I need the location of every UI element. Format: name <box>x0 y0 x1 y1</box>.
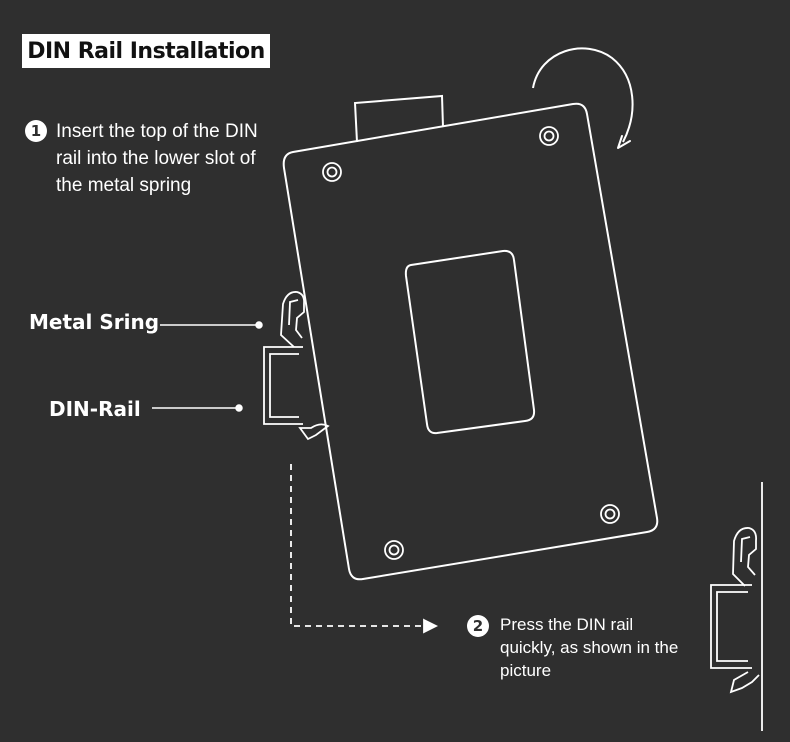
metal-spring-label: Metal Sring <box>29 310 160 334</box>
screw-top-left <box>322 162 342 182</box>
screw-top-right <box>539 126 559 146</box>
dashed-arrow <box>290 464 439 634</box>
title-box: DIN Rail Installation <box>22 34 270 68</box>
page-title: DIN Rail Installation <box>27 38 265 64</box>
device-body <box>282 94 659 581</box>
screw-bottom-right <box>600 504 620 524</box>
din-rail-label: DIN-Rail <box>49 397 141 421</box>
screw-bottom-left <box>384 540 404 560</box>
step-2-badge: 2 <box>467 615 489 637</box>
rotation-arrow <box>532 47 634 149</box>
mounted-result-illustration <box>710 482 763 731</box>
step-1-badge: 1 <box>25 120 47 142</box>
step-1-instruction: 1 Insert the top of the DIN rail into th… <box>25 118 296 199</box>
label-leaders <box>152 321 263 412</box>
din-rail-mounted <box>263 346 330 441</box>
metal-spring-clip <box>280 291 306 348</box>
step-2-text: Press the DIN rail quickly, as shown in … <box>500 615 679 680</box>
step-1-text: Insert the top of the DIN rail into the … <box>56 121 258 196</box>
mounting-screws <box>322 126 620 560</box>
step-2-instruction: 2 Press the DIN rail quickly, as shown i… <box>467 613 710 682</box>
